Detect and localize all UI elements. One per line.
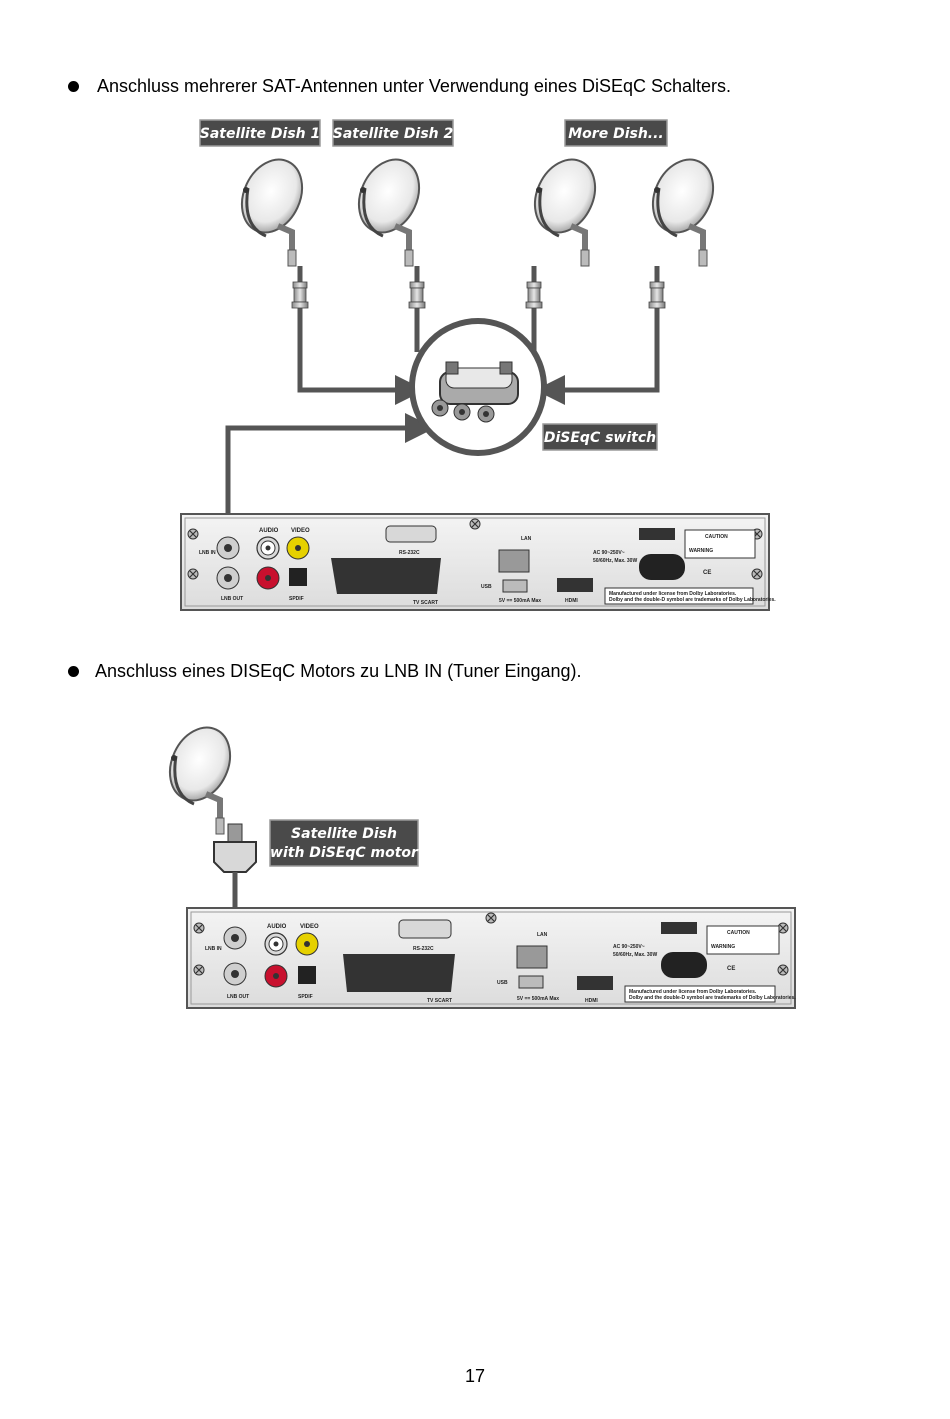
bullet-item-diseqc-switch: Anschluss mehrerer SAT-Antennen unter Ve… (68, 75, 731, 97)
bullet-text: Anschluss mehrerer SAT-Antennen unter Ve… (97, 76, 731, 96)
bullet-icon (68, 665, 79, 677)
svg-text:Dolby and the double-D symbol: Dolby and the double-D symbol are tradem… (609, 597, 776, 603)
svg-text:50/60Hz, Max. 30W: 50/60Hz, Max. 30W (613, 952, 657, 958)
svg-text:Satellite Dish 2: Satellite Dish 2 (333, 126, 454, 142)
svg-text:RS-232C: RS-232C (399, 550, 420, 556)
diseqc-switch-icon (409, 318, 547, 456)
svg-text:AC 90~250V~: AC 90~250V~ (613, 944, 645, 950)
svg-text:RS-232C: RS-232C (413, 946, 434, 952)
diagram-diseqc-motor: Satellite Dish with DiSEqC motor LNB IN … (159, 718, 796, 1009)
label-more-dish: More Dish... (564, 119, 668, 147)
svg-text:HDMI: HDMI (585, 998, 598, 1004)
svg-text:AUDIO: AUDIO (259, 528, 279, 534)
svg-text:USB: USB (481, 584, 492, 590)
svg-text:WARNING: WARNING (689, 548, 713, 554)
svg-text:HDMI: HDMI (565, 598, 578, 604)
svg-text:Dolby and the double-D symbol: Dolby and the double-D symbol are tradem… (629, 995, 796, 1001)
svg-text:CAUTION: CAUTION (705, 534, 728, 540)
svg-text:CAUTION: CAUTION (727, 930, 750, 936)
label-satellite-dish-with-diseqc-motor: Satellite Dish with DiSEqC motor (269, 819, 419, 867)
label-satellite-dish-2: Satellite Dish 2 (332, 119, 454, 147)
svg-text:CE: CE (703, 570, 711, 576)
svg-text:TV SCART: TV SCART (427, 998, 452, 1004)
svg-text:SPDIF: SPDIF (289, 596, 304, 602)
bullet-item-diseqc-motor: Anschluss eines DISEqC Motors zu LNB IN … (68, 660, 582, 682)
svg-text:Manufactured under license fro: Manufactured under license from Dolby La… (609, 591, 737, 597)
label-satellite-dish-1: Satellite Dish 1 (199, 119, 321, 147)
svg-text:LNB OUT: LNB OUT (221, 596, 243, 602)
label-diseqc-switch: DiSEqC switch (542, 423, 658, 451)
satellite-dish-icon (231, 150, 314, 266)
diagram-diseqc-switch: Satellite Dish 1 Satellite Dish 2 More D… (180, 119, 776, 611)
svg-text:WARNING: WARNING (711, 944, 735, 950)
satellite-dish-icon (159, 718, 242, 834)
svg-text:VIDEO: VIDEO (300, 924, 319, 930)
svg-text:SPDIF: SPDIF (298, 994, 313, 1000)
svg-text:5V == 500mA Max: 5V == 500mA Max (499, 598, 541, 604)
svg-text:with DiSEqC motor: with DiSEqC motor (270, 845, 419, 861)
svg-text:Satellite Dish: Satellite Dish (291, 826, 397, 842)
svg-text:5V == 500mA Max: 5V == 500mA Max (517, 996, 559, 1002)
svg-text:LNB IN: LNB IN (205, 946, 222, 952)
diseqc-motor-icon (213, 823, 257, 873)
svg-text:AUDIO: AUDIO (267, 924, 287, 930)
svg-text:LAN: LAN (537, 932, 548, 938)
satellite-dish-icon (524, 150, 607, 266)
svg-text:50/60Hz, Max. 30W: 50/60Hz, Max. 30W (593, 558, 637, 564)
page-number: 17 (464, 1366, 486, 1386)
satellite-dish-icon (642, 150, 725, 266)
svg-text:Satellite Dish 1: Satellite Dish 1 (200, 126, 321, 142)
svg-text:LNB OUT: LNB OUT (227, 994, 249, 1000)
bullet-text: Anschluss eines DISEqC Motors zu LNB IN … (95, 661, 582, 681)
svg-text:More Dish...: More Dish... (568, 126, 664, 142)
receiver-rear-panel: LNB IN LNB OUT AUDIO VIDEO SPDIF RS-232C… (186, 907, 796, 1009)
svg-text:Manufactured under license fro: Manufactured under license from Dolby La… (629, 989, 757, 995)
bullet-icon (68, 80, 79, 92)
satellite-dish-icon (348, 150, 431, 266)
svg-text:TV SCART: TV SCART (413, 600, 438, 606)
svg-text:LNB IN: LNB IN (199, 550, 216, 556)
svg-text:LAN: LAN (521, 536, 532, 542)
svg-text:AC 90~250V~: AC 90~250V~ (593, 550, 625, 556)
svg-text:CE: CE (727, 966, 735, 972)
receiver-rear-panel: LNB IN LNB OUT AUDIO VIDEO SPDIF RS-232C… (180, 513, 776, 611)
svg-text:USB: USB (497, 980, 508, 986)
svg-text:DiSEqC switch: DiSEqC switch (544, 430, 656, 446)
svg-text:VIDEO: VIDEO (291, 528, 310, 534)
